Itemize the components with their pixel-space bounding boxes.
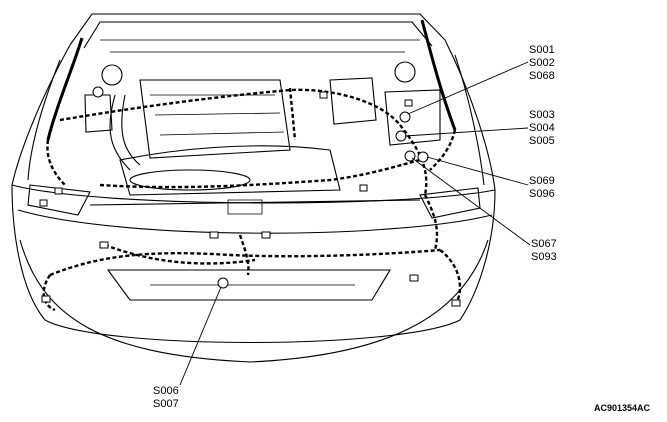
callout-line: S003 (529, 109, 555, 121)
splice-marker-s006 (217, 277, 229, 289)
callout-s001-s002-s068: S001 S002 S068 (529, 44, 555, 83)
callout-line: S093 (531, 251, 557, 263)
splice-marker-s069 (417, 151, 429, 163)
leader-lines (179, 61, 531, 386)
splice-marker-s003 (395, 130, 407, 142)
callout-line: S004 (529, 122, 555, 134)
figure-code: AC901354AC (594, 403, 651, 413)
callout-line: S007 (153, 398, 179, 410)
connectors (39, 91, 461, 307)
splice-marker-s001 (399, 111, 411, 123)
wiring-harness (42, 19, 462, 312)
callout-line: S001 (529, 44, 555, 56)
callout-line: S002 (529, 57, 555, 69)
engine-components (84, 61, 441, 215)
callout-line: S096 (529, 188, 555, 200)
callout-line: S067 (531, 238, 557, 250)
callout-line: S068 (529, 70, 555, 82)
callout-line: S006 (153, 385, 179, 397)
callout-s069-s096: S069 S096 (529, 175, 555, 201)
callout-s006-s007: S006 S007 (153, 385, 179, 411)
body-outline (11, 39, 496, 363)
hood-outline (69, 13, 446, 53)
callout-line: S005 (529, 135, 555, 147)
callout-line: S069 (529, 175, 555, 187)
splice-markers (217, 111, 429, 289)
callout-s003-s004-s005: S003 S004 S005 (529, 109, 555, 148)
callout-s067-s093: S067 S093 (531, 238, 557, 264)
